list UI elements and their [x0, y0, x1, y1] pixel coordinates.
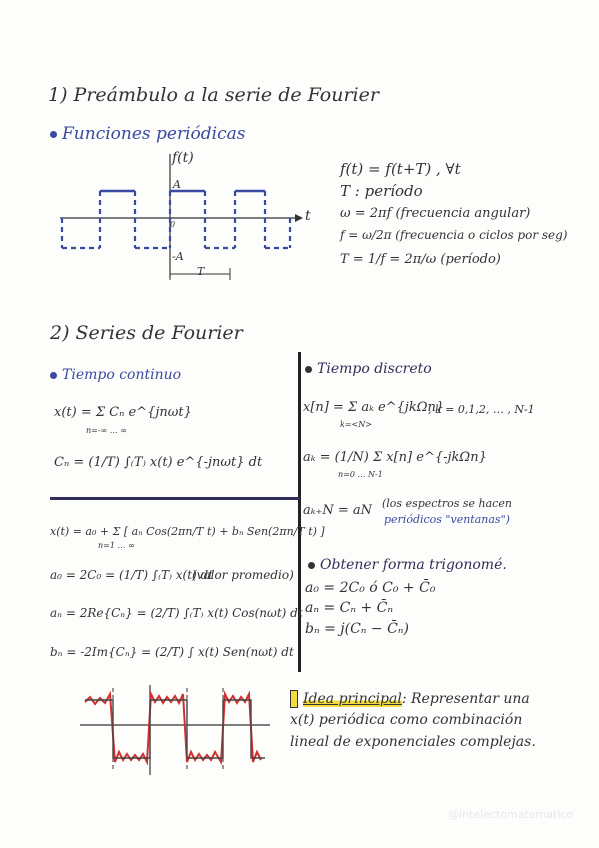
- plot-period-label: T: [197, 265, 205, 278]
- eq-fourier-series-limits: n=-∞ … ∞: [86, 426, 127, 435]
- eq-bn-complex: bₙ = j(Cₙ − C̄ₙ): [305, 621, 409, 637]
- main-idea-line3: lineal de exponenciales complejas.: [290, 734, 536, 750]
- eq-frequency: f = ω/2π (frecuencia o ciclos por seg): [340, 228, 568, 242]
- eq-trig-series: x(t) = a₀ + Σ [ aₙ Cos(2πn/T t) + bₙ Sen…: [50, 525, 325, 538]
- eq-period-relation: T = 1/f = 2π/ω (período): [340, 252, 501, 267]
- discrete-heading-text: Tiempo discreto: [317, 361, 432, 377]
- plot-xlabel: t: [305, 208, 311, 224]
- eq-bn: bₙ = -2Im{Cₙ} = (2/T) ∫ x(t) Sen(nωt) dt: [50, 645, 294, 659]
- vertical-divider: [298, 352, 301, 672]
- eq-period-def: T : período: [340, 182, 423, 200]
- eq-discrete-coef: aₖ = (1/N) Σ x[n] e^{-jkΩn}: [303, 450, 487, 465]
- gibbs-plot: [80, 685, 270, 775]
- eq-discrete-coef-limits: n=0 … N-1: [338, 470, 383, 479]
- eq-an: aₙ = 2Re{Cₙ} = (2/T) ∫₍T₎ x(t) Cos(nωt) …: [50, 606, 303, 620]
- section2-title: 2) Series de Fourier: [50, 322, 243, 344]
- main-idea-line1: Idea principal: Representar una: [290, 690, 530, 708]
- bullet-icon: [50, 131, 57, 138]
- eq-discrete-series-limits: k=<N>: [340, 420, 372, 429]
- eq-discrete-series: x[n] = Σ aₖ e^{jkΩn}: [303, 400, 445, 415]
- subtitle-text: Funciones periódicas: [62, 124, 246, 144]
- main-idea-line2: x(t) periódica como combinación: [290, 712, 523, 728]
- wave-dashed-segments: [60, 191, 292, 250]
- plot-neg-a-label: -A: [172, 250, 184, 263]
- eq-periodic-spectrum: aₖ₊N = aN: [303, 503, 373, 518]
- eq-an-complex: aₙ = Cₙ + C̄ₙ: [305, 600, 394, 616]
- eq-periodic-spectrum-note2: periódicos "ventanas"): [384, 513, 510, 526]
- eq-periodic-spectrum-note1: (los espectros se hacen: [382, 497, 512, 510]
- square-reference: [85, 699, 265, 759]
- eq-trig-series-limits: n=1 … ∞: [98, 541, 135, 550]
- continuous-heading-text: Tiempo continuo: [62, 367, 182, 383]
- main-idea-label: Idea principal: [303, 691, 402, 707]
- trig-form-heading: Obtener forma trigonomé.: [308, 557, 507, 573]
- eq-periodicity: f(t) = f(t+T) , ∀t: [340, 160, 461, 178]
- horizontal-divider: [50, 497, 300, 500]
- section1-subtitle: Funciones periódicas: [50, 124, 245, 144]
- red-approximation-curve: [84, 690, 262, 766]
- eq-a0: a₀ = 2C₀ = (1/T) ∫₍T₎ x(t) dt: [50, 568, 214, 582]
- eq-angular-freq: ω = 2πf (frecuencia angular): [340, 206, 531, 221]
- eq-discrete-series-note: , k = 0,1,2, … , N-1: [428, 403, 535, 416]
- eq-a0-complex: a₀ = 2C₀ ó C₀ + C̄₀: [305, 580, 436, 596]
- eq-a0-note: (valor promedio): [192, 568, 294, 582]
- eq-fourier-series: x(t) = Σ Cₙ e^{jnωt}: [54, 405, 192, 420]
- x-axis-arrow: [295, 214, 303, 222]
- plot-ylabel: f(t): [172, 150, 194, 166]
- bullet-icon: [305, 365, 312, 373]
- plot-a-label: A: [173, 178, 181, 191]
- square-wave-plot: [60, 154, 303, 280]
- bullet-icon: [50, 371, 57, 379]
- eq-fourier-coef: Cₙ = (1/T) ∫₍T₎ x(t) e^{-jnωt} dt: [54, 455, 263, 470]
- continuous-heading: Tiempo continuo: [50, 367, 181, 383]
- plot-origin-label: 0: [170, 220, 176, 229]
- main-idea-text1: : Representar una: [401, 691, 530, 707]
- section1-title: 1) Preámbulo a la serie de Fourier: [48, 84, 379, 106]
- bullet-icon: [308, 561, 315, 569]
- exclamation-icon: [290, 690, 298, 708]
- discrete-heading: Tiempo discreto: [305, 361, 432, 377]
- trig-form-heading-text: Obtener forma trigonomé.: [320, 557, 507, 573]
- watermark: @intelectomatematico: [448, 808, 574, 821]
